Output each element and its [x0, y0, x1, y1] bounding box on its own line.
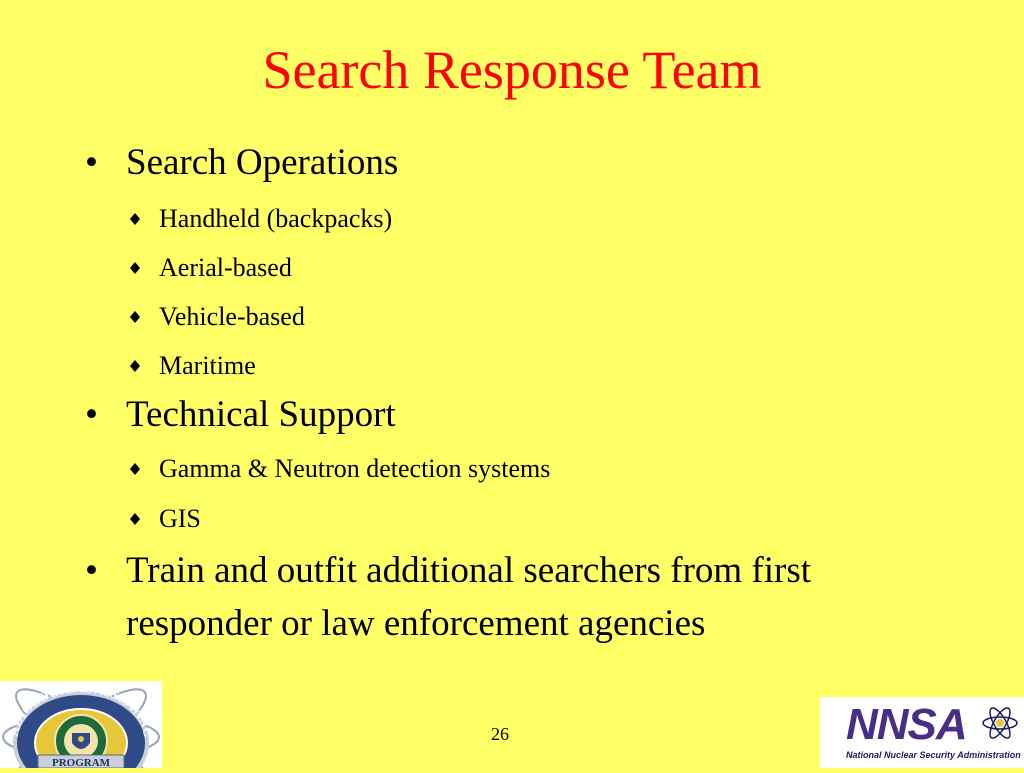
bullet-train-outfit: • Train and outfit additional searchers … [85, 544, 965, 650]
radiological-assistance-program-logo: RADIOLOGICAL ASSISTANCE PROGRAM [0, 669, 162, 773]
nnsa-logo: NNSA National Nuclear Security Administr… [820, 697, 1024, 768]
sub-bullet-text: Aerial-based [159, 253, 292, 282]
diamond-bullet-icon [130, 463, 140, 475]
page-number: 26 [491, 724, 509, 744]
bullet-dot-icon: • [85, 142, 98, 183]
sub-bullet-text: Vehicle-based [159, 302, 305, 331]
radiological-assistance-program-seal-icon: RADIOLOGICAL ASSISTANCE PROGRAM [0, 669, 160, 773]
sub-bullet-text: Gamma & Neutron detection systems [159, 454, 551, 483]
diamond-bullet-icon [130, 513, 140, 525]
sub-bullet-text: Handheld (backpacks) [159, 204, 393, 233]
nnsa-wordmark: NNSA [846, 700, 968, 749]
bullet-dot-icon: • [85, 394, 98, 435]
sub-bullet-vehicle: Vehicle-based [128, 300, 305, 334]
diamond-bullet-icon [130, 262, 140, 274]
bullet-text: Technical Support [126, 394, 396, 435]
sub-bullet-maritime: Maritime [128, 349, 256, 383]
bullet-text: Search Operations [126, 142, 399, 183]
nnsa-subtitle: National Nuclear Security Administration [846, 750, 1021, 760]
bullet-dot-icon: • [85, 550, 98, 591]
svg-text:PROGRAM: PROGRAM [52, 757, 111, 768]
diamond-bullet-icon [130, 311, 140, 323]
bullet-text: Train and outfit additional searchers fr… [126, 550, 812, 644]
bullet-technical-support: • Technical Support [85, 388, 965, 441]
bullet-search-operations: • Search Operations [85, 136, 965, 189]
atom-icon [982, 707, 1018, 739]
slide-title: Search Response Team [262, 40, 762, 100]
sub-bullet-aerial: Aerial-based [128, 251, 292, 285]
sub-bullet-text: GIS [159, 504, 201, 533]
diamond-bullet-icon [130, 360, 140, 372]
sub-bullet-text: Maritime [159, 351, 256, 380]
sub-bullet-gis: GIS [128, 502, 201, 536]
sub-bullet-gamma-neutron: Gamma & Neutron detection systems [128, 452, 550, 486]
sub-bullet-handheld: Handheld (backpacks) [128, 202, 392, 236]
diamond-bullet-icon [130, 213, 140, 225]
